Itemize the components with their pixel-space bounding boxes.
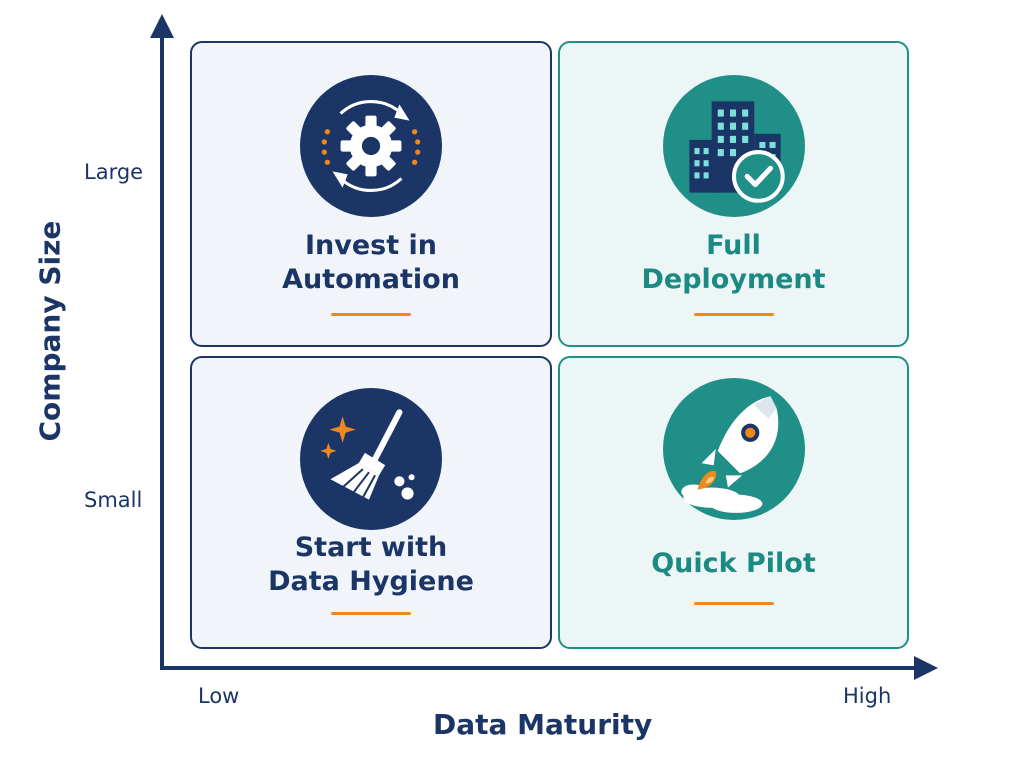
gear-cycle-icon [300,75,442,217]
x-axis-arrow [914,656,938,680]
buildings-check-icon [662,75,805,217]
y-axis-arrow [150,14,174,38]
accent-underline [693,313,774,316]
quadrant-start-with-data-hygiene: Start with Data Hygiene [190,356,552,649]
quadrant-title-line: Deployment [641,264,826,295]
quadrant-title: Invest in Automation [202,229,540,297]
y-tick-small: Small [84,488,143,512]
quadrant-title: Quick Pilot [570,547,897,581]
quadrant-title-line: Automation [282,264,460,295]
quadrant-invest-in-automation: Invest in Automation [190,41,552,347]
quadrant-title: Full Deployment [570,229,897,297]
quadrant-full-deployment: Full Deployment [558,41,909,347]
broom-sparkle-icon [300,388,442,530]
x-tick-high: High [843,684,892,708]
rocket-icon [662,378,805,520]
quadrant-title: Start with Data Hygiene [202,531,540,599]
x-tick-low: Low [198,684,240,708]
accent-underline [331,612,411,615]
quadrant-quick-pilot: Quick Pilot [558,356,909,649]
y-axis-label: Company Size [33,220,67,442]
quadrant-title-line: Data Hygiene [268,566,474,597]
quadrant-title-line: Start with [294,532,448,563]
accent-underline [331,313,411,316]
quadrant-title-line: Quick Pilot [651,548,816,579]
x-axis-label: Data Maturity [433,708,653,741]
accent-underline [693,602,774,605]
quadrant-title-line: Invest in [304,230,438,261]
y-tick-large: Large [84,160,144,184]
quadrant-title-line: Full [706,230,761,261]
